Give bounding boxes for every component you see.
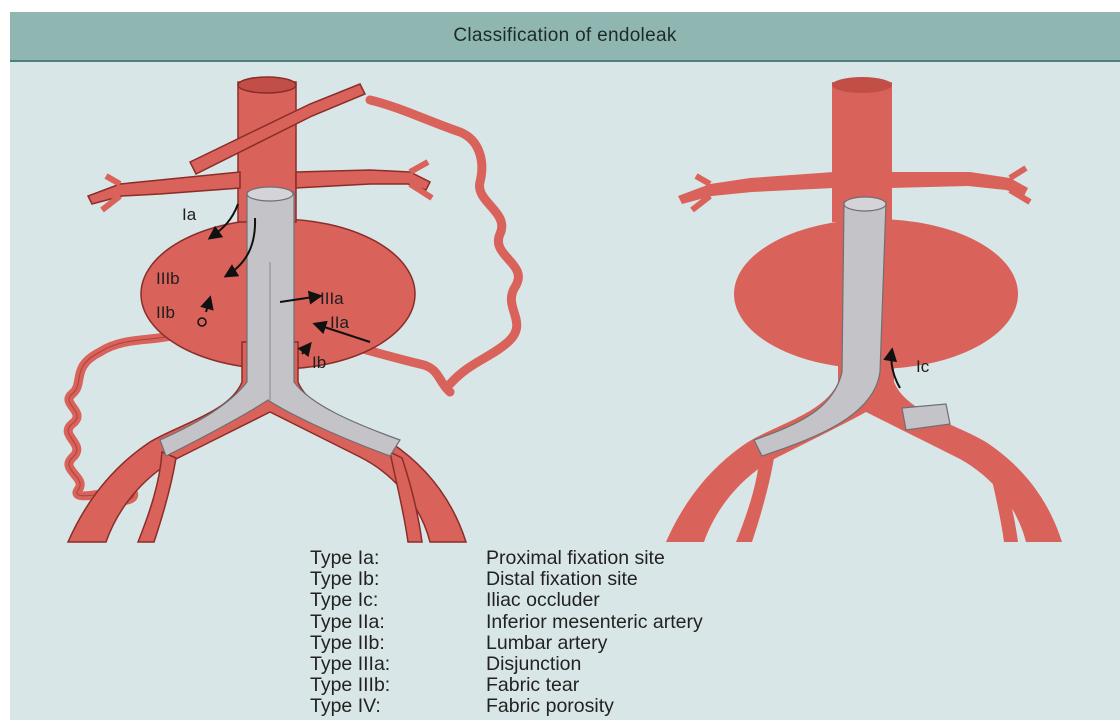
legend-description: Lumbar artery — [486, 633, 607, 654]
legend-description: Fabric tear — [486, 675, 579, 696]
legend-description: Proximal fixation site — [486, 548, 665, 569]
label-ia: Ia — [182, 205, 197, 224]
legend-description: Iliac occluder — [486, 590, 600, 611]
endoleak-figure: Classification of endoleak — [10, 12, 1120, 720]
legend-row: Type Ib:Distal fixation site — [310, 569, 703, 590]
legend-row: Type IV:Fabric porosity — [310, 696, 703, 717]
legend-description: Inferior mesenteric artery — [486, 612, 703, 633]
legend-type-label: Type IIIb: — [310, 675, 486, 696]
legend-type-label: Type IIa: — [310, 612, 486, 633]
legend-type-label: Type IIb: — [310, 633, 486, 654]
legend-type-label: Type Ib: — [310, 569, 486, 590]
legend-type-label: Type IV: — [310, 696, 486, 717]
label-iia: IIa — [330, 313, 349, 332]
legend-description: Disjunction — [486, 654, 581, 675]
label-iiia: IIIa — [320, 289, 344, 308]
left-aorta-diagram — [68, 77, 518, 542]
legend-row: Type IIIb:Fabric tear — [310, 675, 703, 696]
legend-row: Type IIb:Lumbar artery — [310, 633, 703, 654]
label-iiib: IIIb — [156, 269, 180, 288]
legend-type-label: Type Ic: — [310, 590, 486, 611]
label-ib: Ib — [312, 353, 326, 372]
legend-row: Type IIIa:Disjunction — [310, 654, 703, 675]
legend-type-label: Type IIIa: — [310, 654, 486, 675]
legend-row: Type Ic:Iliac occluder — [310, 590, 703, 611]
legend-row: Type Ia:Proximal fixation site — [310, 548, 703, 569]
legend-row: Type IIa:Inferior mesenteric artery — [310, 612, 703, 633]
right-aorta-diagram — [666, 77, 1062, 542]
legend-description: Fabric porosity — [486, 696, 614, 717]
legend-description: Distal fixation site — [486, 569, 638, 590]
label-ic: Ic — [916, 357, 930, 376]
legend-type-label: Type Ia: — [310, 548, 486, 569]
label-iib: IIb — [156, 303, 175, 322]
